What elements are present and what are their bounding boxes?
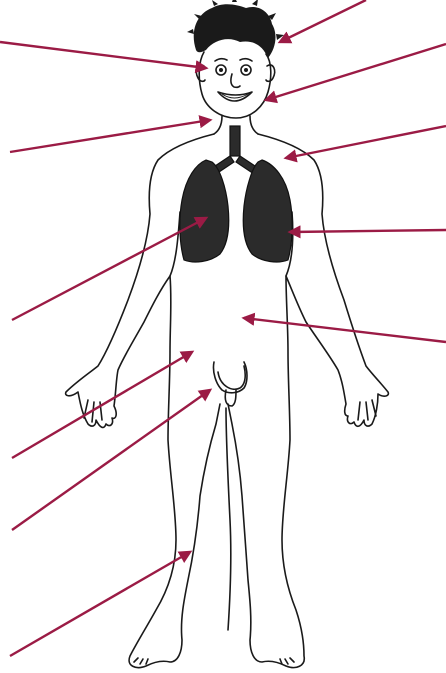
arrow-hair (280, 0, 366, 42)
arrow-side-chest (290, 230, 446, 232)
arrow-neck (10, 120, 210, 152)
human-figure (66, 0, 389, 668)
right-toes (280, 658, 294, 664)
arrow-jaw (266, 44, 446, 100)
arrow-abdomen (244, 318, 446, 342)
head (196, 52, 274, 118)
hair (187, 0, 284, 58)
genitals (213, 362, 247, 406)
right-lung (243, 160, 292, 262)
left-inner-arm (170, 212, 180, 276)
smile (218, 92, 252, 101)
neck-left (214, 116, 222, 134)
left-pupil (219, 68, 223, 72)
arrow-left-eye (0, 42, 206, 68)
arrow-groin (12, 352, 192, 458)
left-lung (180, 160, 229, 262)
left-toes (134, 658, 148, 664)
arrow-shoulder (286, 126, 446, 158)
arrow-lung (12, 218, 206, 320)
right-pupil (244, 68, 248, 72)
inner-leg-line (226, 408, 231, 630)
right-fingers (358, 400, 376, 420)
neck-right (250, 116, 258, 134)
label-pointers (0, 0, 446, 656)
arrow-thigh (10, 552, 190, 656)
arrow-genitals (12, 390, 210, 530)
